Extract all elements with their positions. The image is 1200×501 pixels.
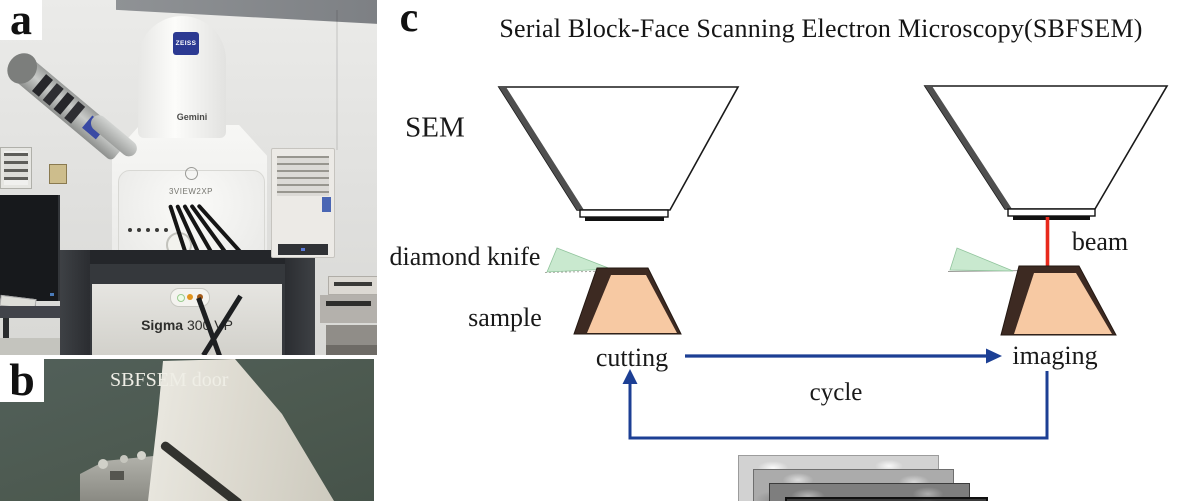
- base-top: [60, 250, 315, 264]
- viewer-model-text: 3VIEW2XP: [168, 187, 213, 196]
- panel-a-photo: ZEISS Gemini 3VIEW2XP: [0, 0, 377, 355]
- panel-c-diagram: c Serial Block-Face Scanning Electron Mi…: [378, 0, 1200, 501]
- cycle-return-arrowhead: [622, 369, 638, 384]
- sem-cone-left: [497, 86, 740, 211]
- detector-arm: [1, 47, 130, 162]
- cycle-return-arrow: [628, 371, 1049, 440]
- base-model-label: Sigma 300 VP: [92, 317, 282, 333]
- cutting-to-imaging-arrowhead: [986, 348, 1002, 364]
- panel-b-letter: b: [9, 359, 35, 405]
- label-cycle-text: cycle: [809, 379, 863, 406]
- label-imaging-text: imaging: [1012, 341, 1098, 370]
- label-sem: SEM: [405, 112, 465, 145]
- indicator-led-green: [177, 294, 185, 302]
- stage-knob: [137, 451, 146, 460]
- sem-cone-right: [923, 85, 1169, 210]
- micrograph-slice-4: [785, 497, 988, 501]
- base-pillar-right: [285, 250, 315, 355]
- panel-c-label: c: [392, 0, 426, 40]
- panel-a-label: a: [0, 0, 42, 42]
- panel-b-label: b: [0, 359, 44, 405]
- knife-baseline-left: [544, 270, 612, 273]
- indicator-panel: [170, 288, 210, 307]
- sample-block-right: [1014, 273, 1112, 334]
- cooling-unit: [271, 148, 335, 258]
- port: [164, 228, 168, 232]
- viewer-model-label: 3VIEW2XP: [155, 187, 227, 196]
- sem-cone-left-edge: [499, 87, 584, 210]
- indicator-led-orange: [187, 294, 193, 300]
- panel-c-letter: c: [399, 0, 419, 41]
- label-sample: sample: [468, 303, 542, 333]
- port: [155, 228, 159, 232]
- gemini-text: Gemini: [176, 112, 208, 122]
- label-diamond-knife: diamond knife: [390, 242, 541, 272]
- monitor-power-led: [50, 293, 54, 296]
- diamond-knife-left: [546, 247, 612, 273]
- zeiss-roundel: [185, 167, 198, 180]
- panel-a-letter: a: [10, 0, 32, 44]
- wall-corner: [336, 10, 338, 150]
- label-imaging: imaging: [1012, 341, 1097, 371]
- micrograph-slice-3: [769, 483, 970, 501]
- wall-switch-box: [49, 164, 67, 184]
- diagram-title-text: Serial Block-Face Scanning Electron Micr…: [499, 14, 1143, 43]
- rack-vent: [326, 301, 371, 306]
- port: [128, 228, 132, 232]
- sem-lens-bar-right: [1013, 216, 1090, 220]
- rack-front: [326, 345, 377, 355]
- stage-knob: [120, 455, 128, 463]
- energy-sticker: [322, 197, 331, 212]
- label-diamond-knife-text: diamond knife: [389, 242, 541, 271]
- base-front-panel: Sigma 300 VP: [92, 284, 282, 355]
- port: [146, 228, 150, 232]
- cooling-led: [301, 248, 305, 251]
- sbfsem-schematic: [497, 85, 1169, 440]
- zeiss-logo: ZEISS: [173, 32, 199, 55]
- cooling-control-strip: [278, 244, 328, 255]
- rack-vent: [334, 282, 372, 286]
- indicator-led-amber: [197, 294, 203, 300]
- port: [137, 228, 141, 232]
- sem-lens-plate-right: [1007, 208, 1096, 217]
- label-cycle: cycle: [810, 379, 863, 407]
- sample-block-left: [587, 275, 677, 333]
- vent-slats: [4, 153, 28, 180]
- cooling-vents: [277, 156, 329, 196]
- label-beam-text: beam: [1071, 227, 1129, 256]
- base-cabinet: Sigma 300 VP: [60, 250, 315, 355]
- diagram-title: Serial Block-Face Scanning Electron Micr…: [448, 14, 1194, 44]
- sem-cone-right-edge: [925, 86, 1012, 209]
- stage-dark-part: [110, 471, 124, 480]
- label-beam: beam: [1072, 227, 1128, 257]
- base-pillar-left: [60, 250, 90, 355]
- panel-b-caption-text: SBFSEM door: [110, 369, 229, 391]
- zeiss-logo-text: ZEISS: [175, 40, 197, 47]
- wall-vent: [0, 147, 32, 189]
- rack-unit: [326, 325, 377, 355]
- panel-b-caption: SBFSEM door: [110, 369, 228, 392]
- sem-lens-plate-left: [579, 209, 669, 218]
- stage-knob: [98, 459, 108, 469]
- panel-b-photo: SBFSEM door b: [0, 359, 374, 501]
- gemini-label: Gemini: [158, 112, 226, 122]
- diamond-knife-right: [949, 247, 1014, 272]
- label-sample-text: sample: [468, 303, 542, 332]
- monitor: [0, 195, 60, 301]
- label-cutting-text: cutting: [595, 343, 669, 372]
- rack-unit: [328, 276, 377, 295]
- label-cutting: cutting: [596, 343, 668, 373]
- base-model-bold: Sigma: [141, 317, 184, 333]
- label-sem-text: SEM: [405, 111, 465, 144]
- desk-leg: [3, 318, 9, 342]
- rack-unit: [320, 295, 377, 323]
- chamber-ports: [128, 228, 178, 236]
- sem-lens-bar-left: [585, 217, 664, 221]
